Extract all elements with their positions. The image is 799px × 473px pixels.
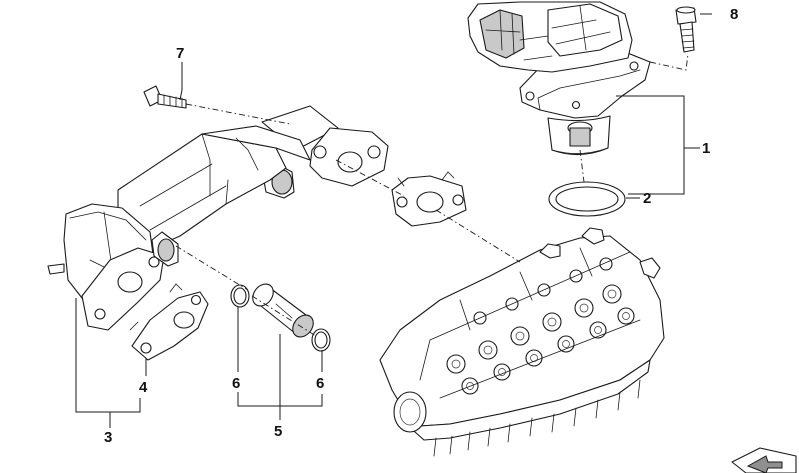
callout-numbers: 1 2 3 4 5 6 6 7 8	[104, 6, 738, 446]
page-corner-arrow-icon[interactable]	[731, 447, 797, 473]
o-ring-seal	[548, 181, 626, 217]
head-studs	[433, 379, 641, 457]
callout-2: 2	[643, 190, 651, 207]
bolt-8	[675, 6, 697, 53]
leader-lines	[75, 13, 712, 428]
egr-valve	[467, 1, 651, 156]
assembly-lines	[175, 53, 689, 337]
callout-4: 4	[139, 379, 148, 396]
callout-1: 1	[702, 140, 710, 157]
o-ring-6-right	[311, 328, 331, 352]
egr-cooler	[47, 105, 389, 331]
callout-8: 8	[730, 6, 738, 23]
callout-6-right: 6	[316, 375, 324, 392]
connection-pipe-5	[252, 283, 314, 338]
o-ring-6-left	[230, 284, 250, 308]
bolt-7	[143, 85, 187, 109]
flange-gasket-upper	[391, 171, 467, 227]
callout-3: 3	[104, 429, 112, 446]
cylinder-head	[379, 227, 665, 457]
flange-gasket-4	[129, 283, 209, 361]
callout-6-left: 6	[232, 375, 240, 392]
callout-7: 7	[176, 45, 184, 62]
callout-5: 5	[274, 423, 282, 440]
